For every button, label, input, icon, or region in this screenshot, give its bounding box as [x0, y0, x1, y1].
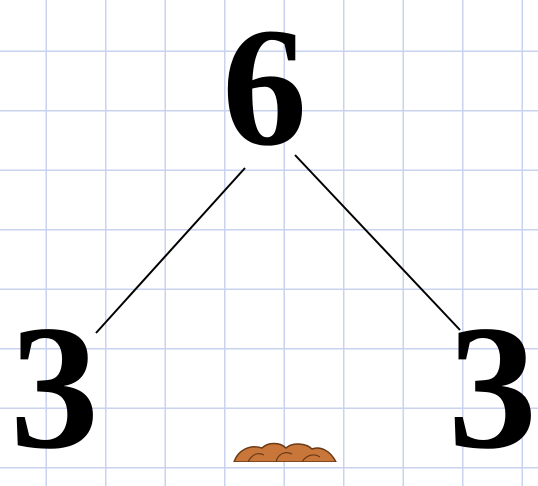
cartoon-character-icon: [228, 440, 348, 462]
right-part-number: 3: [448, 298, 537, 476]
left-part-number: 3: [10, 298, 99, 476]
right-connector-line: [295, 155, 460, 330]
left-connector-line: [96, 168, 245, 333]
number-bond-diagram: 6 3 3: [0, 0, 538, 462]
whole-number: 6: [222, 2, 307, 172]
